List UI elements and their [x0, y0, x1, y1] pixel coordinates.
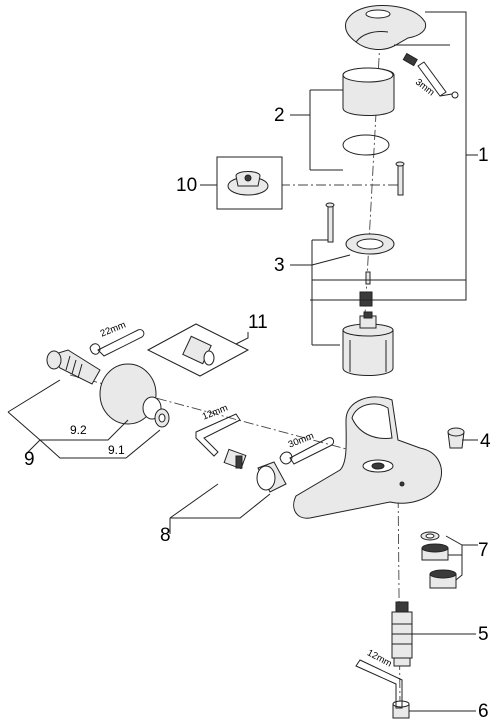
callout-11-label: 11 — [248, 312, 268, 333]
diverter-nut — [392, 700, 410, 719]
callout-9-lines — [7, 379, 161, 459]
cover-cap — [447, 427, 465, 449]
small-screw — [365, 271, 371, 285]
spanner-22mm — [89, 329, 145, 357]
retaining-ring — [345, 233, 395, 255]
callout-7-label: 7 — [478, 540, 489, 561]
callout-2-label: 2 — [274, 105, 285, 126]
diverter-cartridge — [391, 601, 413, 667]
aerator-housing — [429, 569, 457, 589]
long-screw-left — [325, 202, 335, 243]
callout-1-label: 1 — [478, 145, 489, 166]
cartridge — [342, 311, 394, 376]
union-nut — [256, 461, 287, 493]
callout-9-1-label: 9.1 — [108, 443, 125, 457]
callout-5-label: 5 — [478, 624, 489, 645]
lever-handle — [345, 5, 427, 50]
callout-2-bracket — [290, 89, 343, 171]
mounting-plate — [227, 171, 269, 196]
spanner-30mm — [279, 437, 335, 465]
cap-sleeve — [342, 67, 395, 116]
long-screw-right — [395, 161, 405, 196]
callout-1-bracket — [310, 11, 478, 301]
o-ring — [342, 134, 390, 156]
hex-key-3mm — [417, 61, 459, 99]
callout-11-line — [235, 332, 249, 345]
handle-grub-screw — [402, 52, 418, 67]
callout-8-lines — [169, 483, 271, 534]
seal-washer — [154, 408, 170, 428]
mixer-body — [293, 396, 442, 519]
callout-7-lines — [445, 535, 478, 581]
axis-wall-connection — [69, 374, 351, 451]
spout-axis — [397, 479, 401, 706]
aerator-washer — [420, 531, 440, 541]
hex-key-12mm-middle — [195, 413, 241, 457]
callout-6-label: 6 — [478, 701, 489, 722]
hex-key-12mm-bottom — [355, 659, 403, 709]
callout-10-label: 10 — [176, 175, 198, 196]
escutcheon — [99, 363, 162, 425]
aerator-insert — [421, 543, 449, 561]
connector-nipple — [223, 448, 247, 470]
stem-adapter — [359, 291, 373, 307]
callout-4-label: 4 — [480, 431, 491, 452]
eccentric-connector — [46, 349, 101, 385]
callout-3-label: 3 — [274, 255, 285, 276]
callout-9-2-label: 9.2 — [70, 423, 87, 437]
threaded-nipple — [182, 335, 215, 366]
callout-9-label: 9 — [24, 449, 35, 470]
callout-8-label: 8 — [160, 525, 171, 546]
